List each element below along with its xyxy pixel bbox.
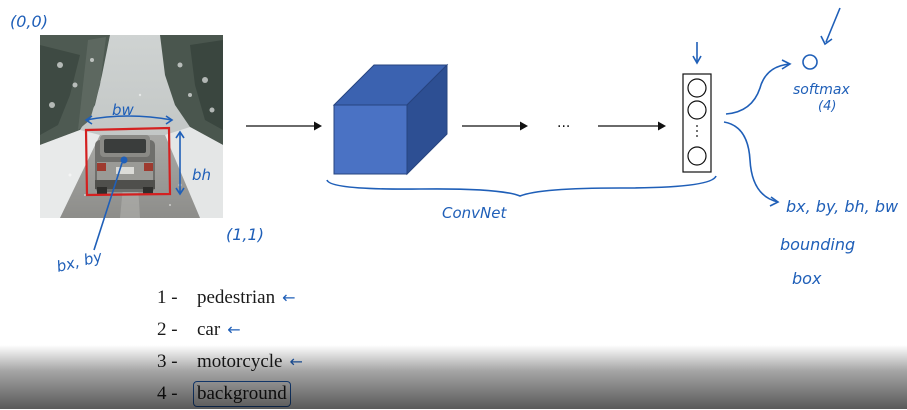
input-image <box>40 35 223 218</box>
convnet-cube <box>334 65 447 174</box>
bxby-label: bx, by <box>55 247 105 276</box>
class-item-pedestrian: 1 - pedestrian ← <box>157 282 303 314</box>
ellipsis-dots: ··· <box>557 119 570 135</box>
softmax-count-label: (4) <box>818 99 836 114</box>
convnet-label: ConvNet <box>442 204 507 222</box>
softmax-branch-arrow <box>726 64 790 114</box>
origin-label: (0,0) <box>10 12 48 31</box>
softmax-label: softmax <box>793 82 850 98</box>
class-number: 1 - <box>157 282 197 314</box>
left-arrow-icon: ← <box>227 314 240 346</box>
corner-label: (1,1) <box>226 225 264 244</box>
convnet-brace <box>327 176 716 196</box>
bbox-params-label: bx, by, bh, bw <box>786 197 899 216</box>
car-shape <box>95 135 155 195</box>
class-name: pedestrian <box>197 282 275 314</box>
class-name: car <box>197 314 220 346</box>
softmax-pointer-arrow <box>826 8 840 42</box>
snow-road-photo <box>40 35 223 218</box>
class-item-car: 2 - car ← <box>157 314 303 346</box>
left-arrow-icon: ← <box>282 282 295 314</box>
softmax-unit <box>803 55 817 69</box>
box-label: box <box>792 269 822 288</box>
class-number: 2 - <box>157 314 197 346</box>
output-neuron-column <box>683 74 711 172</box>
video-bottom-shade <box>0 345 907 409</box>
bbox-branch-arrow <box>724 122 778 202</box>
bounding-label: bounding <box>780 235 855 254</box>
